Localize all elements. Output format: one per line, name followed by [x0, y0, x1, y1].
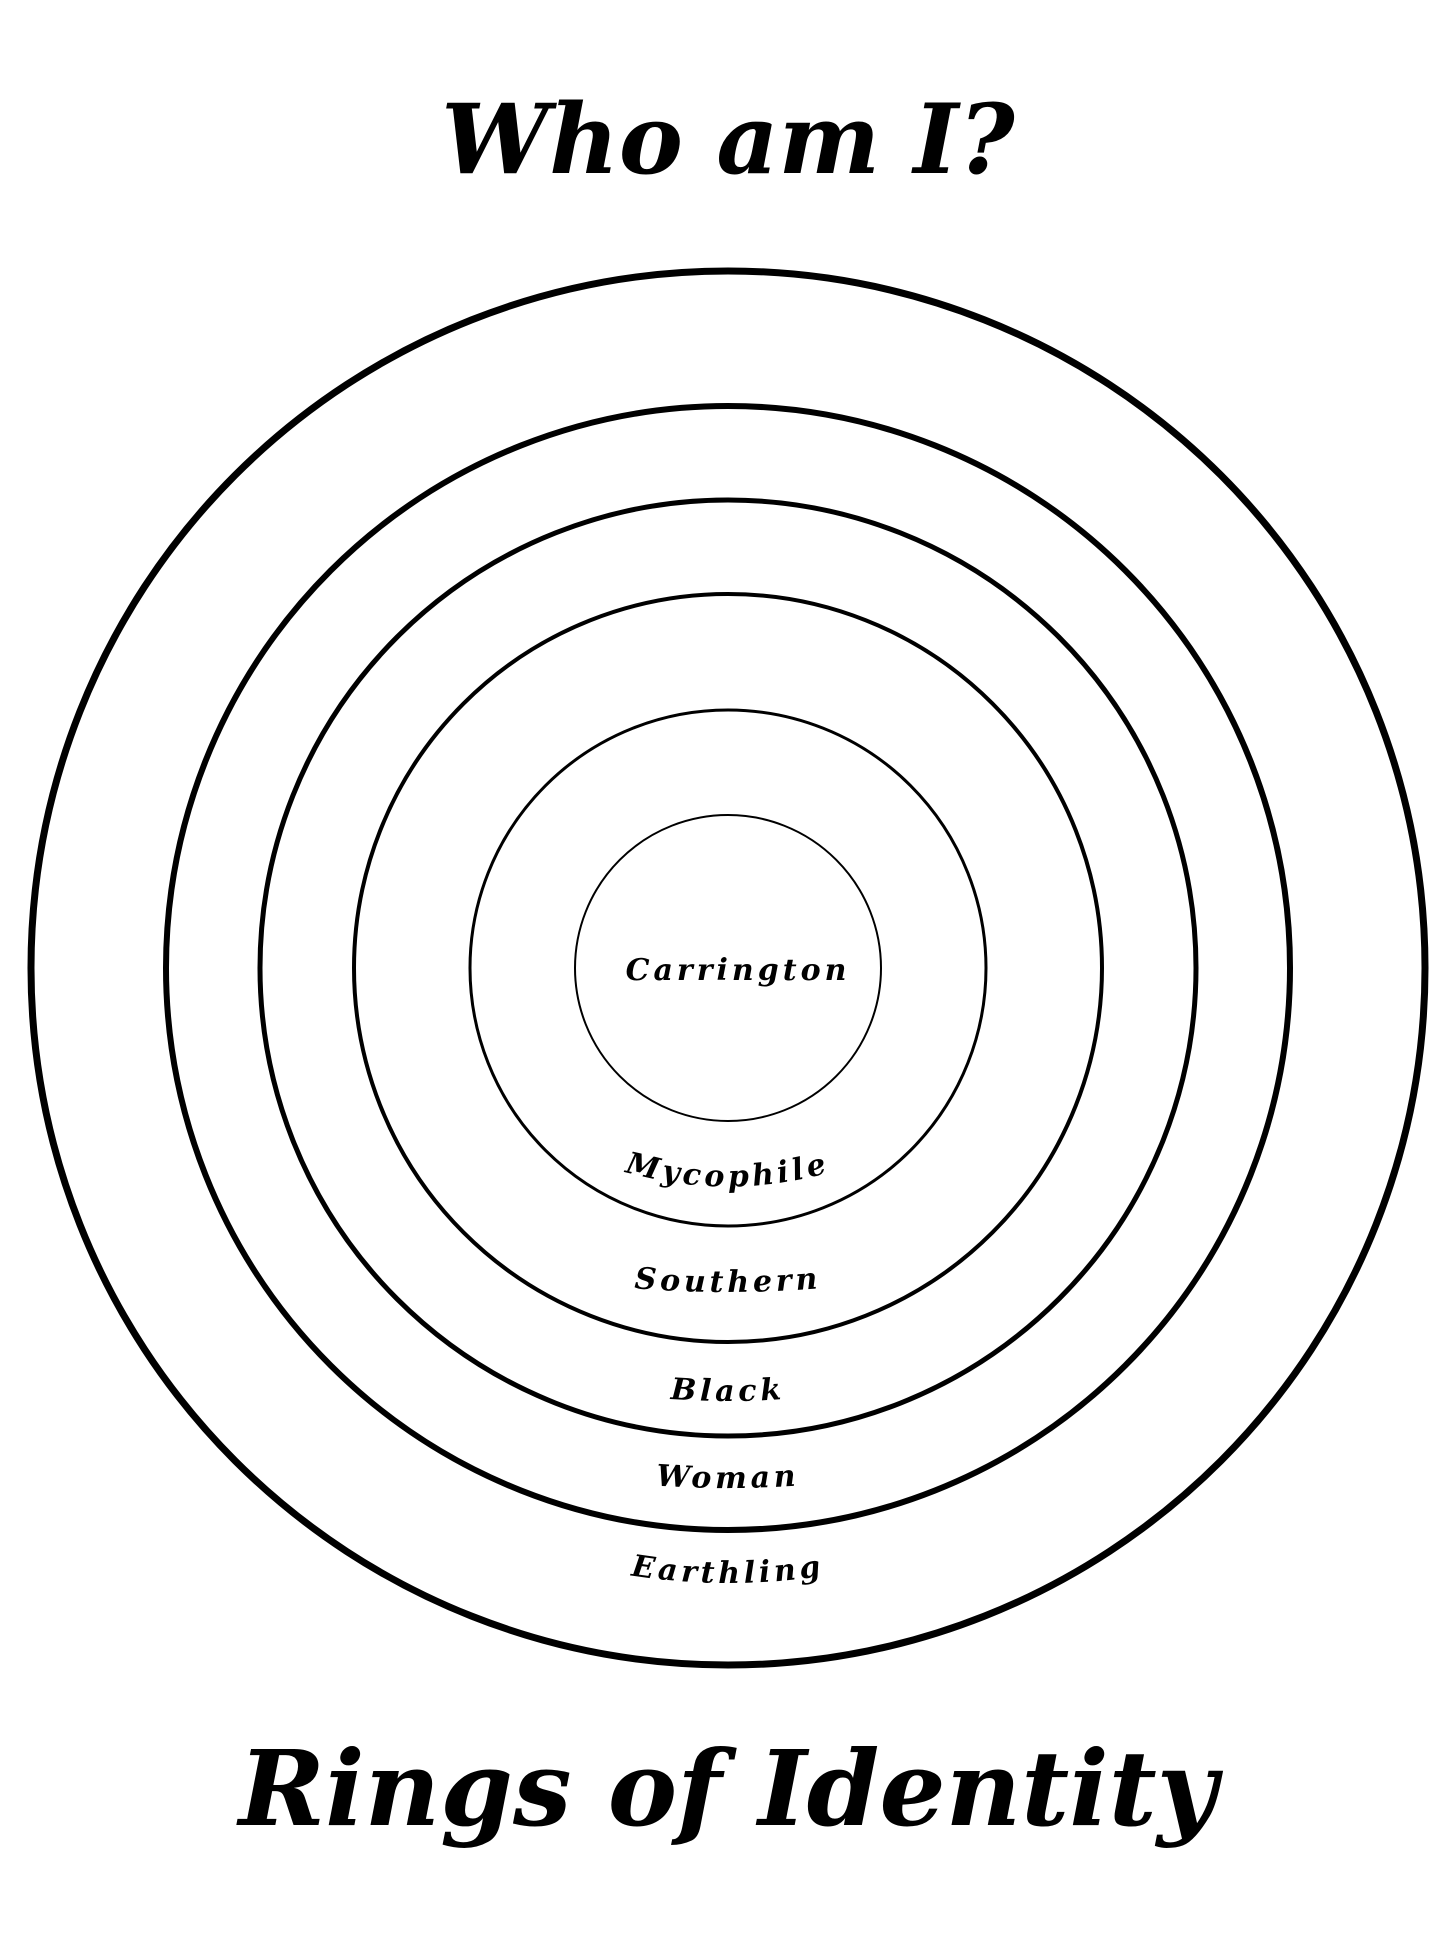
- ring-label-mycophile: Mycophile: [622, 1146, 834, 1195]
- ring-woman: [163, 403, 1293, 1533]
- ring-label-black: Black: [669, 1372, 786, 1409]
- ring-mycophile: [468, 708, 988, 1228]
- page-title: Who am I?: [441, 83, 1015, 196]
- ring-southern: [352, 592, 1104, 1344]
- ring-outer-earthling: [27, 267, 1429, 1669]
- ring-label-southern: Southern: [634, 1261, 823, 1300]
- page-subtitle: Rings of Identity: [236, 1727, 1224, 1850]
- ring-label-woman: Woman: [655, 1459, 800, 1496]
- ring-label-carrington: Carrington: [626, 953, 851, 988]
- ring-label-earthling: Earthling: [629, 1549, 827, 1591]
- ring-black: [257, 497, 1199, 1439]
- ring-inner-carrington: [574, 814, 882, 1122]
